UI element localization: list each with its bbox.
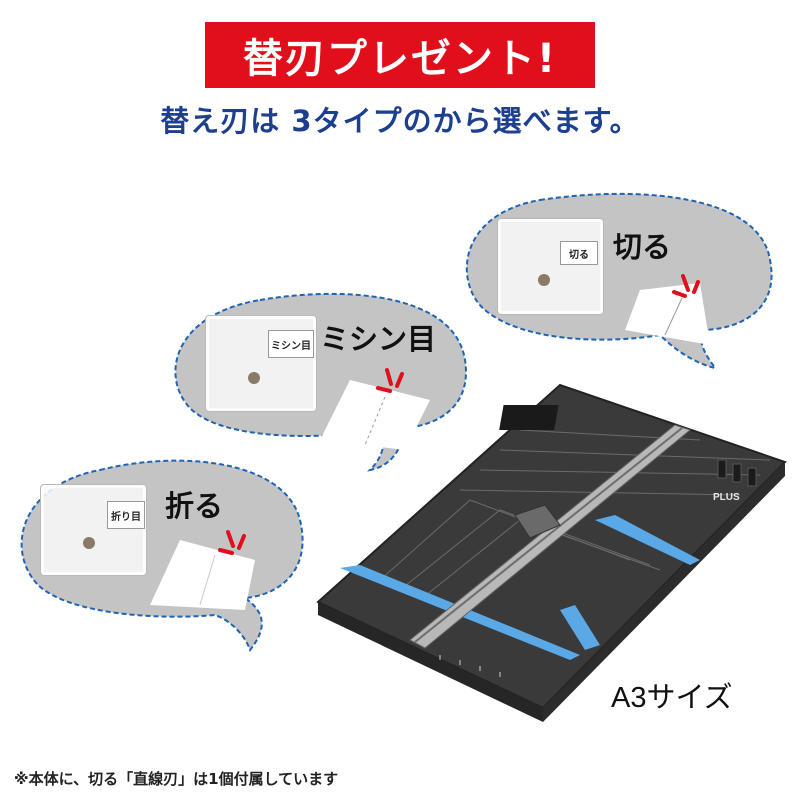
blade-tag-cut: 切る: [560, 241, 598, 265]
blade-knob: [538, 274, 550, 286]
blade-knob: [248, 372, 260, 384]
blade-tag-fold: 折り目: [107, 501, 145, 529]
footnote: ※本体に、切る「直線刃」は1個付属しています: [14, 770, 339, 788]
blade-cartridge-perforation: ミシン目: [205, 315, 317, 412]
blade-tag-perforation: ミシン目: [268, 330, 314, 358]
cutter-head: [514, 504, 561, 539]
brand-logo: PLUS: [713, 492, 740, 503]
perforation-accent-marks: [376, 368, 404, 393]
paper-perforation: [320, 380, 430, 450]
trimmer-base-edge: [318, 602, 543, 722]
cut-accent-marks: [672, 274, 700, 298]
paper-fold: [150, 540, 255, 610]
blade-cartridge-fold: 折り目: [40, 484, 147, 576]
fold-accent-marks: [218, 530, 246, 555]
blade-label-fold: 折る: [165, 489, 224, 523]
rail-accent: [595, 515, 700, 565]
cutter-rail: [409, 424, 692, 649]
blade-label-cut: 切る: [613, 230, 672, 264]
promo-banner: 替刃プレゼント!: [205, 22, 595, 88]
blade-label-perforation: ミシン目: [320, 322, 437, 356]
rail-accent: [560, 605, 600, 650]
blade-cartridge-cut: 切る: [497, 218, 604, 315]
paper-cut: [625, 283, 710, 345]
promo-banner-title: 替刃プレゼント!: [242, 36, 558, 82]
blade-knob: [83, 537, 95, 549]
size-label: A3サイズ: [611, 682, 733, 714]
subtitle: 替え刃は 3タイプのから選べます。: [160, 104, 640, 138]
